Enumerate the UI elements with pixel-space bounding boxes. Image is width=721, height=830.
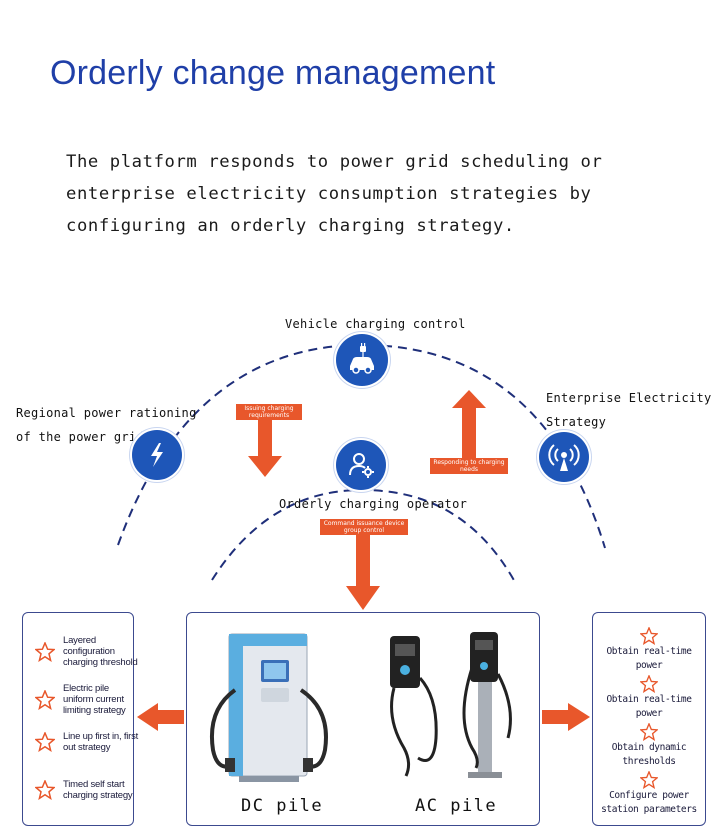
grid-label-line1: Regional power rationing [16, 406, 197, 420]
issuing-arrow [248, 414, 282, 477]
vehicle-node [336, 334, 388, 386]
operator-label: Orderly charging operator [279, 497, 468, 511]
star-icon [35, 689, 55, 710]
dc-pile-image [210, 633, 328, 782]
right-arrow [542, 703, 590, 731]
data-panel: Obtain real-time power Obtain real-time … [592, 612, 706, 826]
data-item: Obtain dynamic thresholds [593, 723, 705, 769]
user-gear-icon [349, 453, 374, 478]
star-icon [35, 780, 55, 800]
star-icon [640, 627, 658, 645]
star-icon [35, 732, 55, 752]
strategy-text: Electric pile uniform current limiting s… [63, 683, 126, 716]
strategy-item: Timed self start charging strategy [35, 779, 141, 801]
issuing-tag: Issuing charging requirements [236, 404, 302, 420]
lightning-icon [151, 443, 163, 467]
data-text: Obtain real-time power [606, 694, 692, 719]
responding-tag: Responding to charging needs [430, 458, 508, 474]
data-text: Obtain real-time power [606, 646, 692, 671]
strategy-item: Line up first in, first out strategy [35, 731, 141, 753]
command-tag: Command issuance device group control [320, 519, 408, 535]
enterprise-label-line2: Strategy [546, 415, 607, 429]
left-arrow [137, 703, 184, 731]
command-arrow [346, 532, 380, 610]
page-title: Orderly change management [50, 54, 496, 92]
data-text: Configure power station parameters [601, 790, 697, 815]
strategy-text: Line up first in, first out strategy [63, 731, 139, 753]
grid-node [132, 430, 182, 480]
vehicle-charging-label: Vehicle charging control [285, 317, 466, 331]
strategy-text: Layered configuration charging threshold [63, 635, 138, 668]
ac-pile-label: AC pile [415, 796, 498, 816]
dc-pile-label: DC pile [241, 796, 324, 816]
star-icon [640, 771, 658, 789]
strategy-text: Timed self start charging strategy [63, 779, 133, 801]
star-icon [640, 675, 658, 693]
data-item: Obtain real-time power [593, 675, 705, 721]
inner-dashed-arc [211, 488, 516, 583]
star-icon [35, 641, 55, 662]
responding-arrow [452, 390, 486, 467]
strategy-item: Electric pile uniform current limiting s… [35, 683, 141, 716]
operator-node [336, 440, 386, 490]
data-item: Configure power station parameters [593, 771, 705, 817]
intro-paragraph: The platform responds to power grid sche… [66, 152, 603, 236]
signal-tower-icon [548, 444, 580, 471]
strategy-panel: Layered configuration charging threshold… [22, 612, 138, 826]
strategy-item: Layered configuration charging threshold [35, 635, 141, 668]
grid-label-line2: of the power grid [16, 430, 144, 444]
data-item: Obtain real-time power [593, 627, 705, 673]
star-icon [640, 723, 658, 741]
ac-pile-image [390, 632, 512, 778]
enterprise-label-line1: Enterprise Electricity [546, 391, 712, 405]
car-plug-icon [350, 343, 374, 374]
data-text: Obtain dynamic thresholds [611, 742, 687, 767]
enterprise-node [539, 432, 589, 482]
